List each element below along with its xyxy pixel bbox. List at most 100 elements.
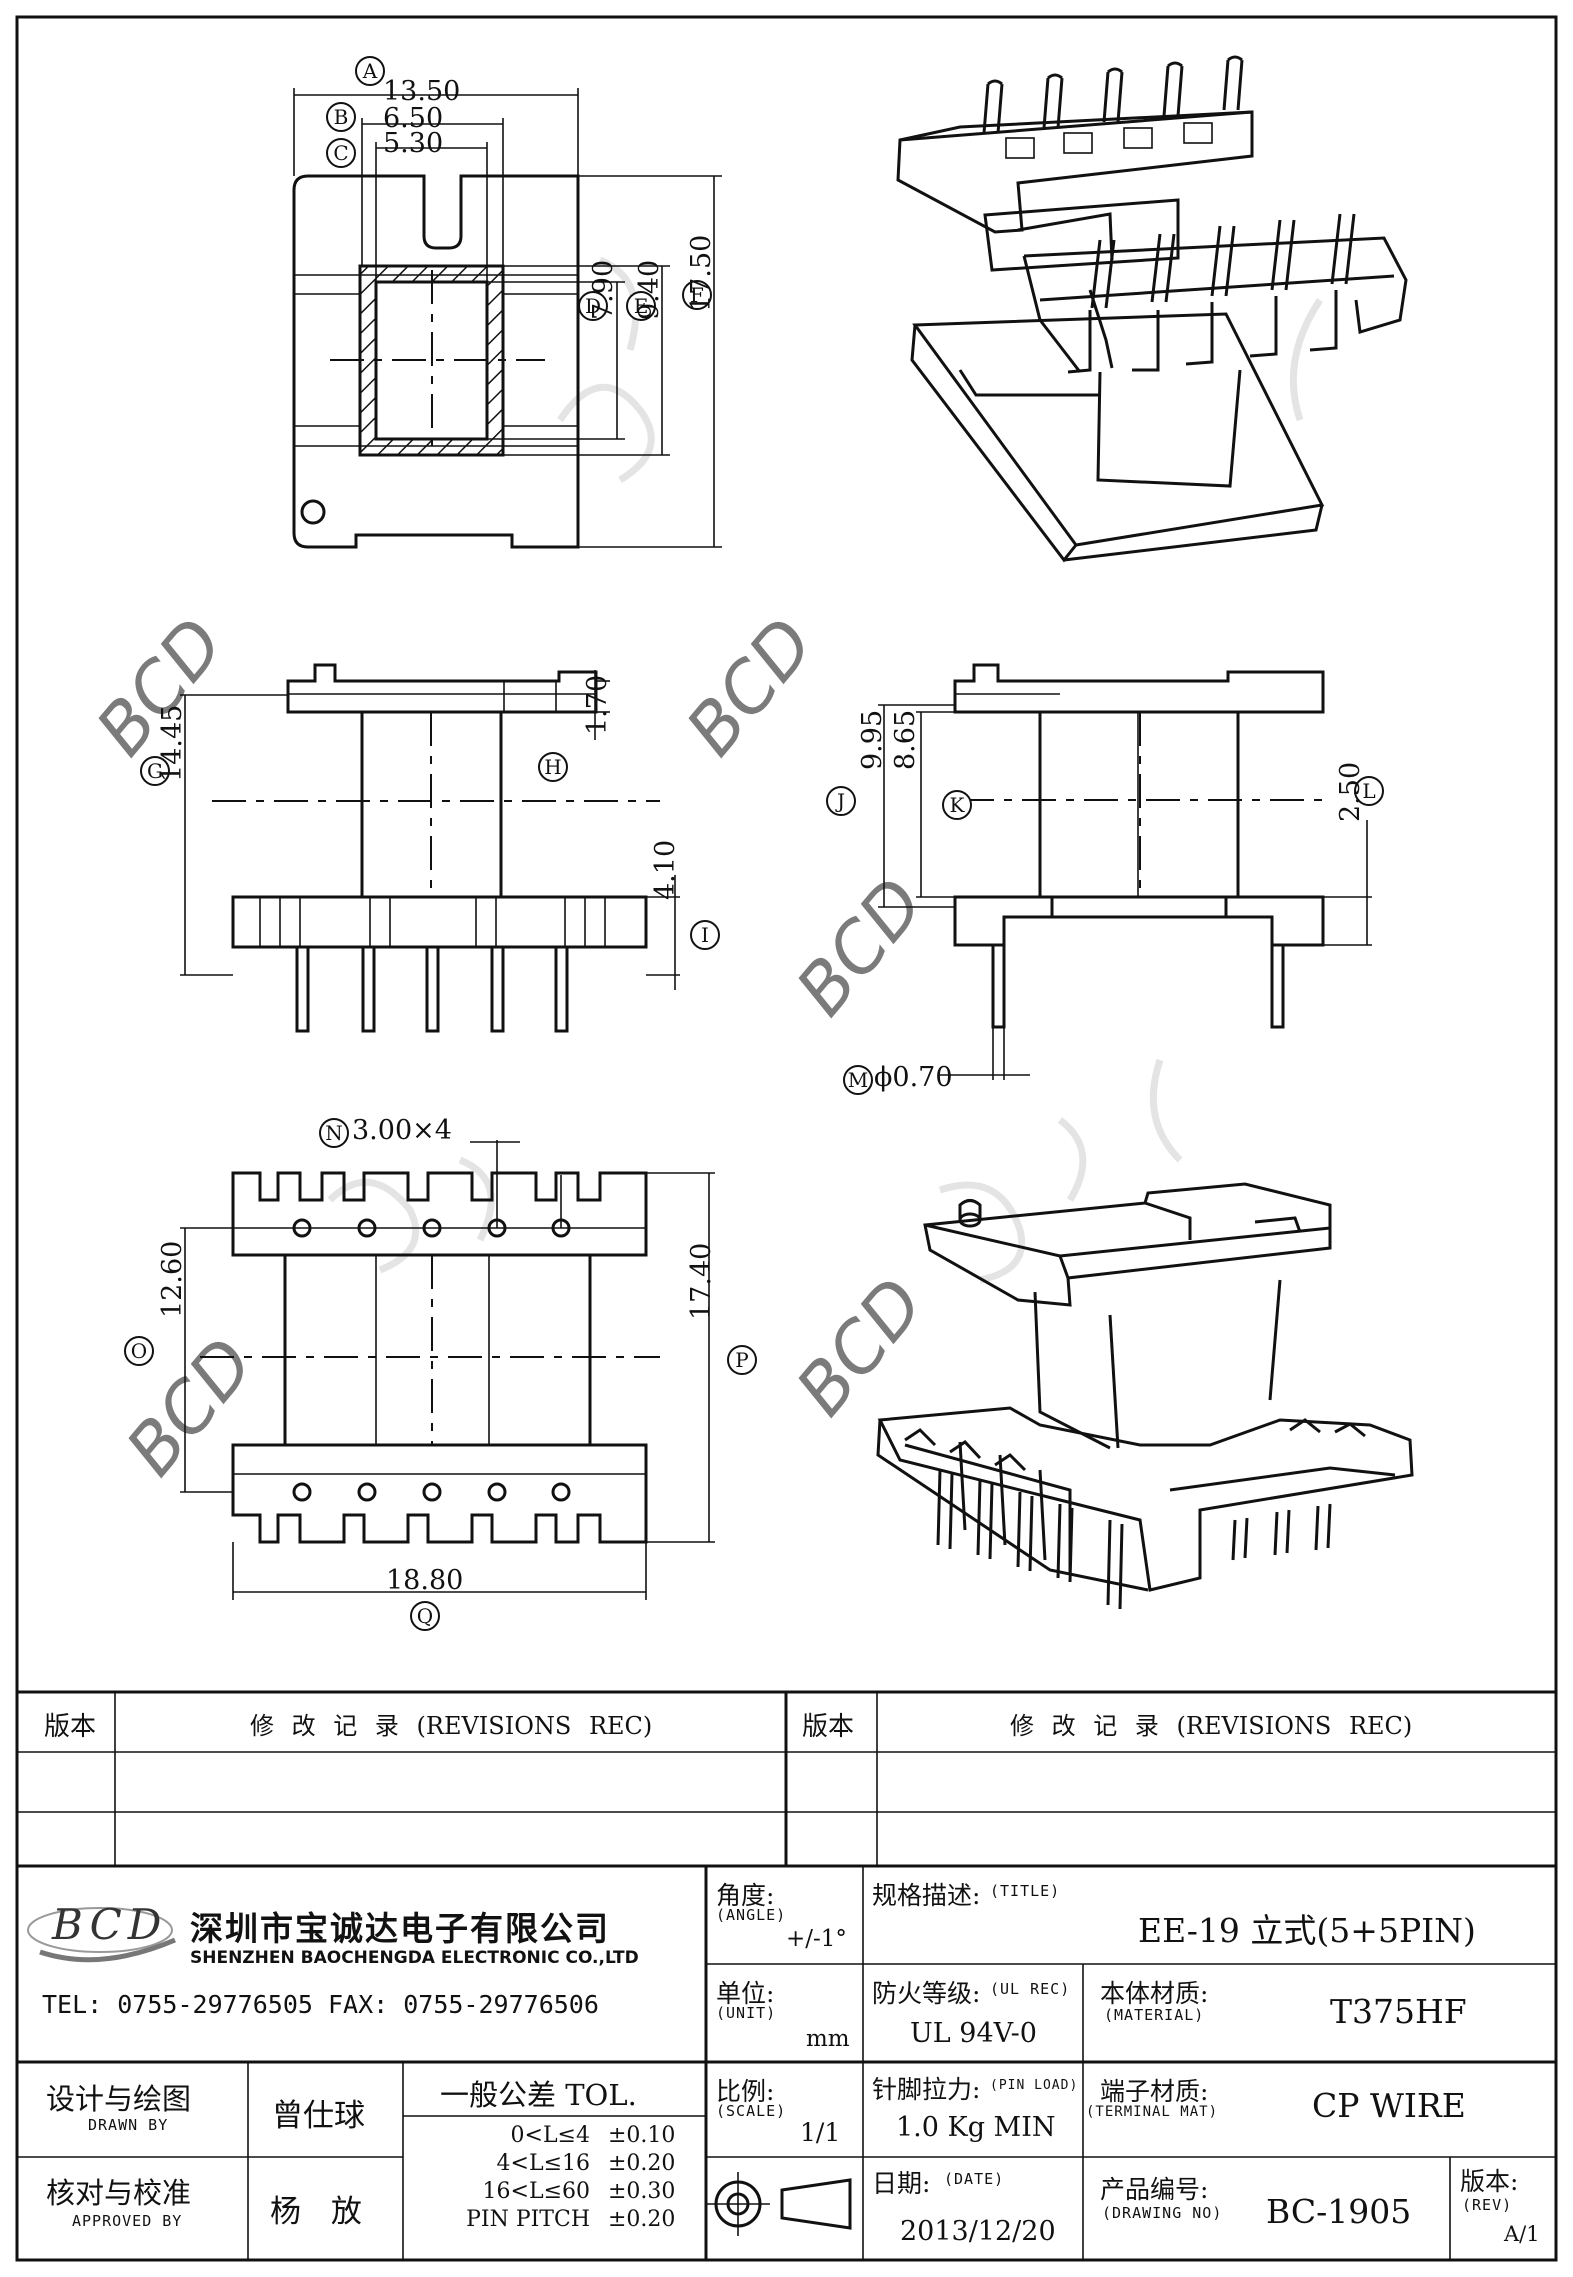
dim-L: L xyxy=(1354,776,1384,806)
dim-E-value: 9.40 xyxy=(634,259,665,320)
pin-load-value: 1.0 Kg MIN xyxy=(896,2112,1056,2143)
dim-H: H xyxy=(538,752,568,782)
tolerance-row: 16<L≤60±0.30 xyxy=(482,2179,676,2204)
ul-label: 防火等级: xyxy=(872,1979,981,2008)
dim-A-value: 13.50 xyxy=(383,76,461,107)
dim-B-value: 6.50 xyxy=(383,103,444,134)
dim-E: E xyxy=(626,291,656,321)
dim-K-value: 8.65 xyxy=(890,709,921,770)
dim-J-value: 9.95 xyxy=(857,709,888,770)
dim-J: J xyxy=(826,786,856,816)
front-view xyxy=(180,663,680,1033)
dim-M: M xyxy=(843,1065,873,1095)
scale-label: 比例: xyxy=(716,2077,775,2106)
tolerance-table: 0<L≤4±0.10 4<L≤16±0.20 16<L≤60±0.30 PIN … xyxy=(410,2122,700,2234)
rev-version-header-right: 版本 xyxy=(802,1712,855,1742)
dim-P: P xyxy=(727,1345,757,1375)
sheet-border xyxy=(15,15,1558,2262)
bottom-view xyxy=(180,1140,715,1600)
svg-text:BCD: BCD xyxy=(780,1263,940,1431)
dim-B: B xyxy=(326,102,356,132)
side-view xyxy=(878,663,1372,1080)
approved-label: 核对与校准 xyxy=(46,2176,192,2210)
svg-text:BCD: BCD xyxy=(670,603,830,771)
svg-text:BCD: BCD xyxy=(780,863,940,1031)
rev-label-en: (REV) xyxy=(1462,2196,1513,2214)
rev-value: A/1 xyxy=(1504,2222,1540,2246)
projection-symbol-icon xyxy=(706,2172,852,2236)
dim-C-value: 5.30 xyxy=(383,128,444,159)
date-label: 日期: xyxy=(872,2169,931,2198)
dim-P-value: 17.40 xyxy=(686,1242,717,1320)
top-view xyxy=(292,88,722,549)
ul-value: UL 94V-0 xyxy=(910,2018,1037,2049)
dim-D-value: 7.90 xyxy=(588,259,619,320)
drawing-no-value: BC-1905 xyxy=(1266,2192,1412,2231)
terminal-value: CP WIRE xyxy=(1312,2086,1466,2125)
scale-value: 1/1 xyxy=(800,2118,841,2147)
material-label: 本体材质: xyxy=(1100,1979,1209,2008)
unit-label: 单位: xyxy=(716,1979,775,2008)
drawn-name: 曾仕球 xyxy=(272,2098,365,2134)
dim-I: I xyxy=(690,920,720,950)
dim-K: K xyxy=(942,790,972,820)
pin-load-label: 针脚拉力: xyxy=(872,2075,981,2104)
drawing-no-label-en: (DRAWING NO) xyxy=(1102,2204,1223,2222)
tolerance-title: 一般公差 TOL. xyxy=(440,2078,637,2112)
dim-G-value: 14.45 xyxy=(157,704,188,782)
dim-Q-value: 18.80 xyxy=(386,1565,464,1596)
tolerance-row: 0<L≤4±0.10 xyxy=(510,2123,676,2148)
dim-C: C xyxy=(326,138,356,168)
angle-label-en: (ANGLE) xyxy=(716,1906,787,1924)
iso-view-bottom xyxy=(876,1182,1414,1610)
company-name-en: SHENZHEN BAOCHENGDA ELECTRONIC CO.,LTD xyxy=(190,1948,639,1968)
unit-label-en: (UNIT) xyxy=(716,2004,777,2022)
drawn-label: 设计与绘图 xyxy=(46,2082,192,2116)
dim-D: D xyxy=(578,291,608,321)
dim-N: N xyxy=(319,1118,349,1148)
material-label-en: (MATERIAL) xyxy=(1104,2006,1205,2024)
terminal-label: 端子材质: xyxy=(1100,2077,1209,2106)
rev-label: 版本: xyxy=(1460,2167,1519,2196)
scale-label-en: (SCALE) xyxy=(716,2102,787,2120)
dim-I-value: 4.10 xyxy=(650,839,681,900)
date-label-en: (DATE) xyxy=(944,2170,1005,2188)
title-value: EE-19 立式(5+5PIN) xyxy=(1138,1911,1476,1950)
rev-version-header-left: 版本 xyxy=(44,1712,97,1742)
title-block-grid xyxy=(17,1690,1556,2260)
dim-F: F xyxy=(682,280,712,310)
material-value: T375HF xyxy=(1330,1992,1467,2031)
dim-O-value: 12.60 xyxy=(157,1240,188,1318)
dim-F-value: 17.50 xyxy=(686,234,717,312)
title-label-en: (TITLE) xyxy=(990,1882,1061,1900)
title-label: 规格描述: xyxy=(872,1881,981,1910)
dim-H-value: 1.70 xyxy=(582,674,613,735)
pin-load-label-en: (PIN LOAD) xyxy=(990,2078,1079,2093)
ul-label-en: (UL REC) xyxy=(990,1980,1071,1998)
terminal-label-en: (TERMINAL MAT) xyxy=(1086,2104,1219,2120)
approved-name: 杨 放 xyxy=(270,2194,362,2230)
rev-record-header-right: 修 改 记 录 (REVISIONS REC) xyxy=(1010,1712,1413,1740)
company-logo-text: BCD xyxy=(52,1900,168,1949)
angle-label: 角度: xyxy=(716,1881,775,1910)
company-logo-icon xyxy=(27,1907,176,1963)
company-contact: TEL: 0755-29776505 FAX: 0755-29776506 xyxy=(42,1990,599,2019)
tolerance-row: PIN PITCH±0.20 xyxy=(466,2207,676,2232)
dim-A: A xyxy=(355,56,385,86)
dim-O: O xyxy=(124,1336,154,1366)
rev-record-header-left: 修 改 记 录 (REVISIONS REC) xyxy=(250,1712,653,1740)
drawing-no-label: 产品编号: xyxy=(1100,2175,1209,2204)
unit-value: mm xyxy=(806,2026,850,2052)
date-value: 2013/12/20 xyxy=(900,2216,1056,2247)
approved-label-en: APPROVED BY xyxy=(72,2212,183,2230)
angle-value: +/-1° xyxy=(786,1926,847,1952)
dim-M-value: ϕ0.70 xyxy=(874,1062,953,1093)
dim-Q: Q xyxy=(410,1601,440,1631)
dim-L-value: 2.50 xyxy=(1335,761,1366,822)
dim-G: G xyxy=(140,756,170,786)
iso-view-top xyxy=(896,55,1408,563)
tolerance-row: 4<L≤16±0.20 xyxy=(496,2151,676,2176)
drawn-label-en: DRAWN BY xyxy=(88,2116,169,2134)
dim-N-value: 3.00×4 xyxy=(352,1115,452,1146)
